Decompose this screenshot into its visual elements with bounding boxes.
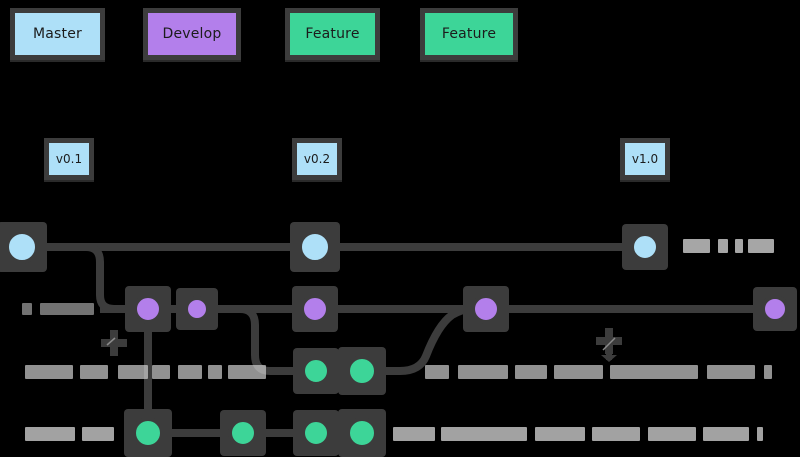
- tag-label-box[interactable]: v1.0: [620, 138, 670, 180]
- master-commit-3[interactable]: [630, 232, 660, 262]
- develop-line: [100, 305, 780, 313]
- tag-label-box[interactable]: v0.2: [292, 138, 342, 180]
- redacted-text-f2-g: [648, 427, 696, 441]
- master-commit-1[interactable]: [5, 230, 39, 264]
- feature1-commit-1[interactable]: [301, 356, 331, 386]
- redacted-text-develop-left-2: [40, 303, 94, 315]
- feature2-commit-3[interactable]: [301, 418, 331, 448]
- tag-v0-2: v0.2: [292, 138, 622, 362]
- feature2-commit-2[interactable]: [228, 418, 258, 448]
- redacted-text-f1-13: [707, 365, 755, 379]
- tag-arrow-icon: [595, 328, 623, 362]
- redacted-text-f1-4: [152, 365, 170, 379]
- redacted-text-develop-left-1: [22, 303, 32, 315]
- feature1-commit-2[interactable]: [346, 355, 378, 387]
- redacted-text-f1-14: [764, 365, 772, 379]
- tag-plus-icon: [100, 330, 128, 364]
- develop-commit-5[interactable]: [761, 295, 789, 323]
- redacted-text-f1-5: [178, 365, 202, 379]
- feature2-commit-4[interactable]: [346, 417, 378, 449]
- legend-item-master-1[interactable]: Master: [10, 8, 105, 60]
- develop-to-feature2: [144, 309, 152, 433]
- develop-commit-2[interactable]: [184, 296, 210, 322]
- redacted-text-f1-1: [25, 365, 73, 379]
- redacted-text-f1-6: [208, 365, 222, 379]
- redacted-text-f1-3: [118, 365, 148, 379]
- legend-item-label: Develop: [162, 26, 222, 42]
- legend-item-develop-2[interactable]: Develop: [143, 8, 241, 60]
- develop-commit-1[interactable]: [133, 294, 163, 324]
- redacted-text-master-right-2: [718, 239, 728, 253]
- redacted-text-f2-d: [441, 427, 527, 441]
- redacted-text-f2-e: [535, 427, 585, 441]
- legend-item-label: Feature: [441, 26, 497, 42]
- redacted-text-f1-2: [80, 365, 108, 379]
- redacted-text-f1-11: [554, 365, 603, 379]
- redacted-text-f2-h: [703, 427, 749, 441]
- redacted-text-f2-c: [393, 427, 435, 441]
- redacted-text-master-right-4: [748, 239, 774, 253]
- redacted-text-f1-10: [515, 365, 547, 379]
- tag-label-text: v0.2: [303, 152, 331, 166]
- redacted-text-f2-f: [592, 427, 640, 441]
- master-commit-2[interactable]: [298, 230, 332, 264]
- develop-commit-4[interactable]: [471, 294, 501, 324]
- redacted-text-master-right-3: [735, 239, 743, 253]
- redacted-text-f1-7: [228, 365, 266, 379]
- tag-label-box[interactable]: v0.1: [44, 138, 94, 180]
- redacted-text-f1-12: [610, 365, 698, 379]
- develop-commit-3[interactable]: [300, 294, 330, 324]
- feature2-commit-1[interactable]: [132, 417, 164, 449]
- redacted-text-f2-a: [25, 427, 75, 441]
- redacted-text-f1-9: [458, 365, 508, 379]
- redacted-text-master-right-1: [683, 239, 710, 253]
- tag-v0-1: v0.1: [44, 138, 127, 356]
- redacted-text-f1-8: [425, 365, 449, 379]
- redacted-text-f2-b: [82, 427, 114, 441]
- legend-item-feature-3[interactable]: Feature: [285, 8, 380, 60]
- legend-item-feature-4[interactable]: Feature: [420, 8, 518, 60]
- legend-item-label: Feature: [305, 26, 360, 42]
- legend-item-label: Master: [32, 26, 82, 42]
- tag-label-text: v1.0: [631, 152, 659, 166]
- redacted-text-f2-i: [757, 427, 763, 441]
- tag-label-text: v0.1: [55, 152, 83, 166]
- tag-v1-0: v1.0: [620, 138, 670, 180]
